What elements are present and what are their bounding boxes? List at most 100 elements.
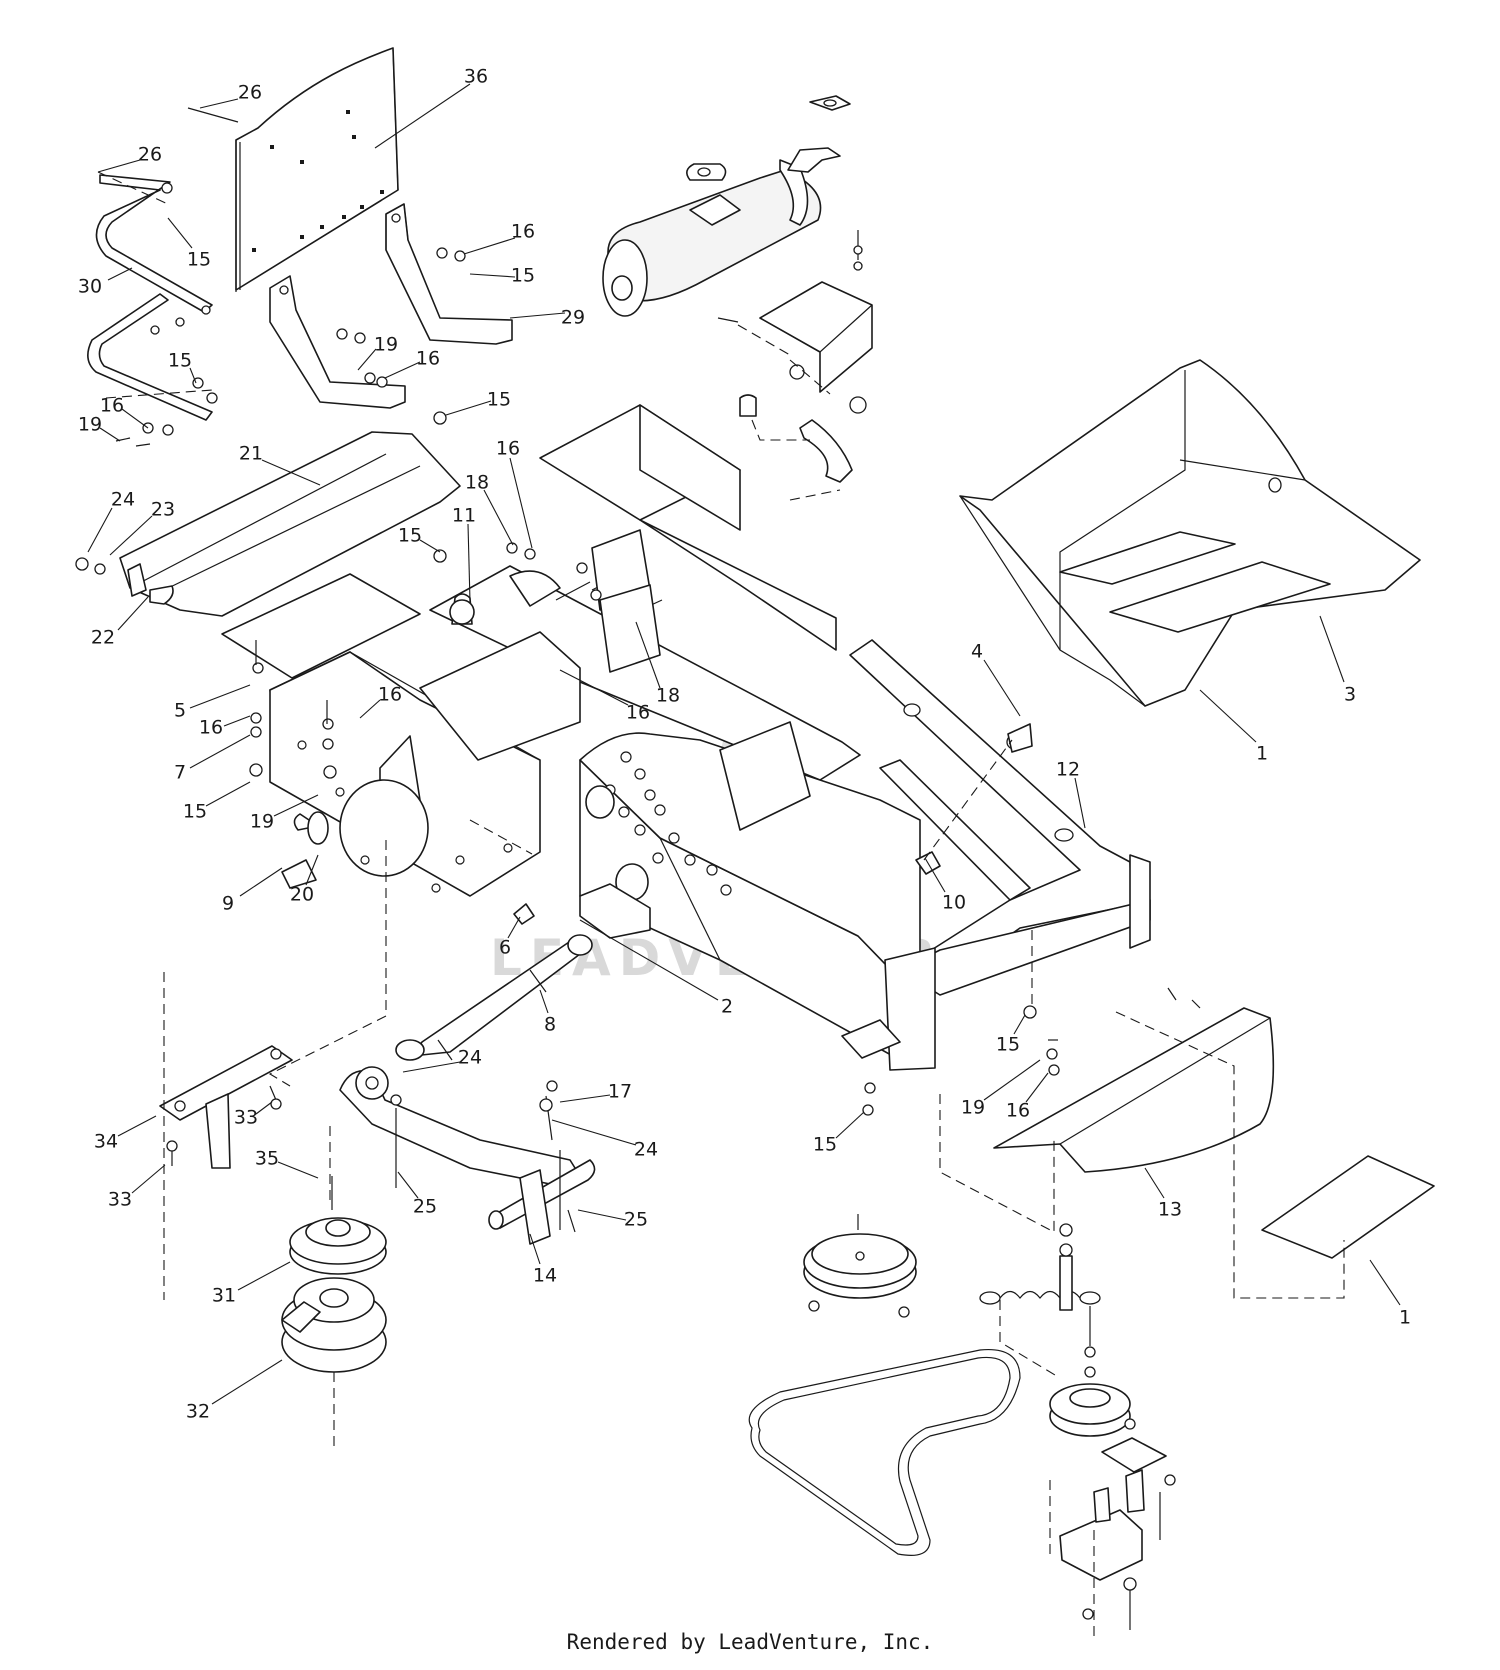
- callout-leader-26: [97, 159, 141, 173]
- callout-leader-16: [559, 669, 629, 706]
- callout-leader-18: [483, 489, 514, 546]
- part-32-clutch: [281, 1277, 387, 1373]
- callout-label-24: 24: [458, 1047, 482, 1069]
- callout-label-20: 20: [290, 884, 314, 906]
- callout-leader-1: [1199, 689, 1257, 743]
- callout-label-16: 16: [1006, 1100, 1030, 1122]
- callout-label-19: 19: [374, 334, 398, 356]
- callout-label-11: 11: [452, 505, 476, 527]
- callout-label-15: 15: [187, 249, 211, 271]
- callout-leader-21: [261, 459, 321, 486]
- callout-leader-31: [237, 1261, 291, 1291]
- callout-label-12: 12: [1056, 759, 1080, 781]
- callout-label-15: 15: [813, 1134, 837, 1156]
- callout-leader-36: [374, 83, 471, 149]
- callout-leader-1: [1369, 1259, 1401, 1306]
- callout-label-13: 13: [1158, 1199, 1182, 1221]
- callout-leader-2: [579, 919, 719, 1001]
- callout-label-18: 18: [465, 472, 489, 494]
- part-tension-spring: [979, 1290, 1101, 1305]
- callout-label-36: 36: [464, 66, 488, 88]
- callout-label-25: 25: [624, 1209, 648, 1231]
- callout-label-19: 19: [250, 811, 274, 833]
- callout-label-35: 35: [255, 1148, 279, 1170]
- callout-leader-11: [467, 523, 471, 603]
- callout-leader-16: [384, 361, 421, 379]
- callout-label-33: 33: [234, 1107, 258, 1129]
- callout-label-4: 4: [971, 641, 983, 663]
- callout-leader-25: [577, 1209, 627, 1221]
- callout-label-22: 22: [91, 627, 115, 649]
- callout-leader-14: [529, 1233, 541, 1265]
- part-37-muffler: [602, 95, 851, 317]
- callout-label-32: 32: [186, 1401, 210, 1423]
- callout-leader-35: [277, 1161, 319, 1179]
- callout-label-1: 1: [1256, 743, 1268, 765]
- callout-label-15: 15: [398, 525, 422, 547]
- callout-label-19: 19: [78, 414, 102, 436]
- callout-label-14: 14: [533, 1265, 557, 1287]
- callout-label-6: 6: [499, 937, 511, 959]
- callout-leader-23: [109, 515, 153, 556]
- callout-leader-32: [211, 1359, 283, 1405]
- part-38-heat-shield: [717, 230, 873, 414]
- part-21-cover: [75, 431, 461, 617]
- part-36-back-panel: [187, 47, 399, 292]
- callout-label-29: 29: [561, 307, 585, 329]
- callout-leader-9: [239, 867, 283, 897]
- callout-leader-24: [402, 1061, 461, 1073]
- callout-label-34: 34: [94, 1131, 118, 1153]
- callout-leader-6: [507, 916, 521, 939]
- callout-leader-16: [121, 408, 149, 429]
- callout-leader-24: [551, 1119, 637, 1146]
- callout-label-15: 15: [487, 389, 511, 411]
- callout-leader-15: [835, 1111, 865, 1139]
- callout-label-15: 15: [511, 265, 535, 287]
- callout-label-15: 15: [183, 801, 207, 823]
- callout-leader-24: [87, 507, 113, 553]
- callout-label-16: 16: [496, 438, 520, 460]
- callout-label-16: 16: [100, 395, 124, 417]
- callout-leader-16: [463, 237, 516, 255]
- callout-label-21: 21: [239, 443, 263, 465]
- callout-leader-4: [983, 659, 1021, 717]
- callout-label-9: 9: [222, 893, 234, 915]
- callout-leader-19: [273, 794, 319, 817]
- callout-leader-33: [131, 1164, 166, 1194]
- callout-label-26: 26: [238, 82, 262, 104]
- callout-leader-7: [189, 734, 251, 769]
- callout-leader-13: [1144, 1167, 1165, 1199]
- callout-leader-15: [189, 367, 197, 384]
- callout-label-10: 10: [942, 892, 966, 914]
- callout-label-24: 24: [111, 489, 135, 511]
- part-3-floor-pan: [959, 359, 1421, 707]
- callout-label-26: 26: [138, 144, 162, 166]
- callout-leader-15: [167, 217, 193, 249]
- callout-label-24: 24: [634, 1139, 658, 1161]
- callout-label-5: 5: [174, 700, 186, 722]
- part-14-front-axle: [339, 1066, 596, 1245]
- part-30-bracket-pair: [87, 171, 218, 447]
- callout-leader-3: [1319, 615, 1345, 683]
- callout-leader-33: [255, 1101, 273, 1115]
- part-idler-pulley: [1049, 1223, 1176, 1630]
- callout-leader-8: [539, 989, 549, 1014]
- callout-leader-15: [1013, 1014, 1026, 1035]
- callout-leader-18: [635, 621, 661, 689]
- part-2-main-frame: [429, 404, 1151, 1071]
- callout-label-16: 16: [511, 221, 535, 243]
- part-drive-belt: [748, 1348, 1021, 1556]
- callout-label-33: 33: [108, 1189, 132, 1211]
- part-31-pulley: [289, 1176, 387, 1275]
- callout-leader-15: [205, 781, 251, 807]
- callout-leader-19: [99, 427, 121, 442]
- callout-leader-25: [397, 1171, 419, 1199]
- callout-leader-15: [419, 539, 441, 553]
- callout-leader-20: [305, 854, 319, 886]
- callout-label-16: 16: [378, 684, 402, 706]
- callout-label-19: 19: [961, 1097, 985, 1119]
- callout-leader-26: [199, 98, 239, 109]
- callout-label-8: 8: [544, 1014, 556, 1036]
